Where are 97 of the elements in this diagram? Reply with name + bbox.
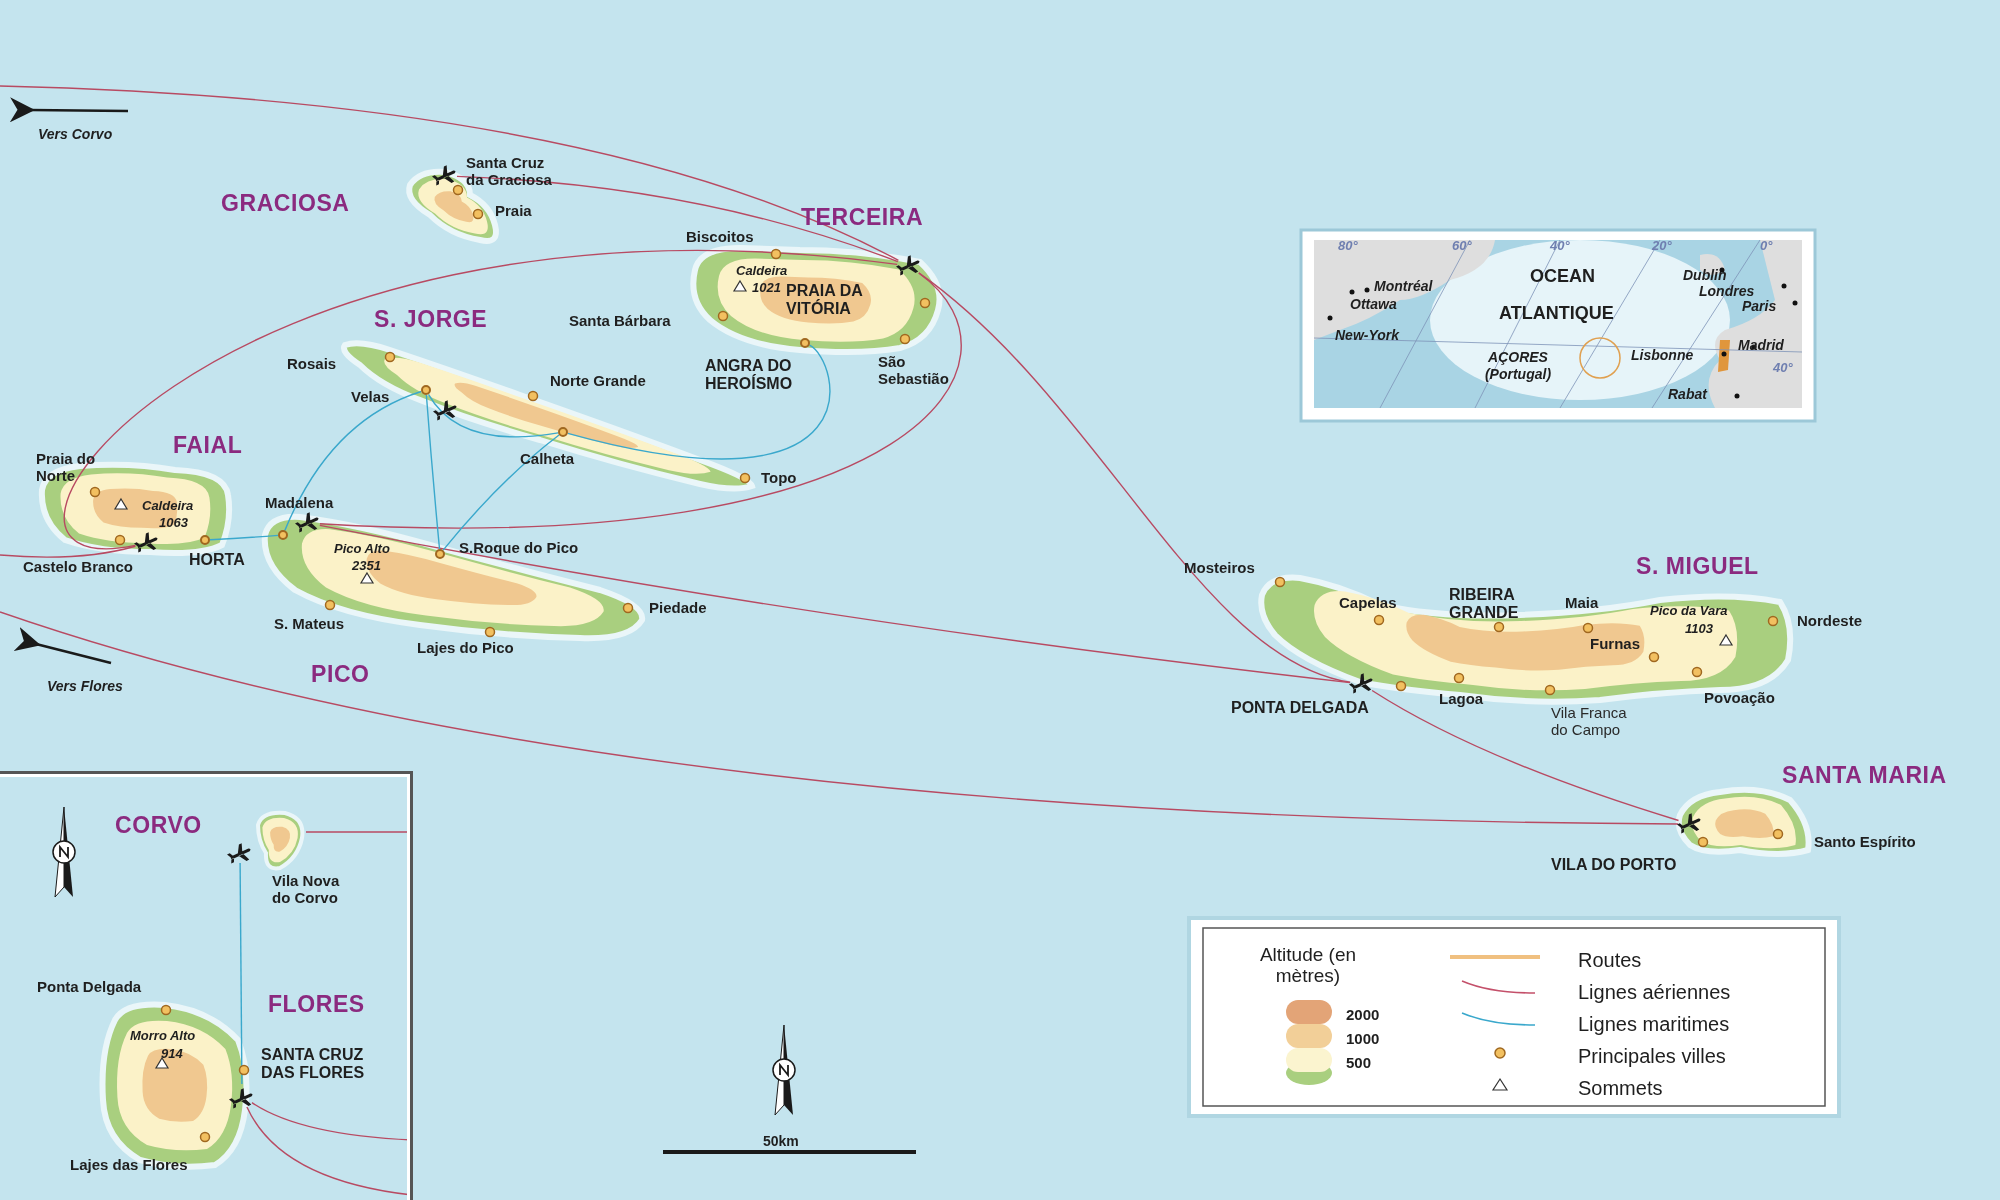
- direction-label: Vers Corvo: [38, 125, 113, 144]
- legend-label: Lignes aériennes: [1578, 980, 1731, 1005]
- air-route-line: [0, 611, 1679, 825]
- degree-label: 40°: [1773, 359, 1793, 377]
- air-route-line: [64, 250, 898, 549]
- direction-label: Vers Flores: [47, 677, 123, 696]
- place-name: S.Roque do Pico: [459, 539, 579, 556]
- place-name: Capelas: [1339, 594, 1397, 611]
- place-name: ANGRA DO HEROÍSMO: [705, 357, 794, 393]
- elevation-label: 2351: [352, 557, 381, 575]
- place-name: Velas: [351, 388, 390, 405]
- air-route-line: [1371, 689, 1680, 822]
- legend-label: 2000: [1346, 1005, 1380, 1025]
- island-name: S. JORGE: [374, 305, 488, 334]
- degree-label: 80°: [1338, 237, 1358, 255]
- city-name: Paris: [1742, 297, 1777, 316]
- place-name: Topo: [761, 469, 797, 486]
- city-name: Rabat: [1668, 385, 1707, 404]
- air-route-line: [456, 175, 899, 263]
- peak-name: Pico Alto: [334, 540, 390, 558]
- place-name: Rosais: [287, 355, 337, 372]
- air-route-line: [918, 272, 1351, 683]
- sea-route-line: [567, 344, 831, 459]
- air-route-line: [0, 545, 137, 558]
- place-name: VILA DO PORTO: [1551, 856, 1677, 874]
- legend-label: Routes: [1578, 948, 1642, 973]
- air-route-line: [305, 831, 410, 833]
- island-name: TERCEIRA: [801, 203, 924, 232]
- place-name: Piedade: [649, 599, 707, 616]
- peak-name: Morro Alto: [130, 1027, 196, 1045]
- sea-route-line: [284, 390, 422, 532]
- island-name: PICO: [311, 660, 370, 689]
- city-name: Lisbonne: [1631, 346, 1694, 365]
- place-name: Norte Grande: [550, 372, 646, 389]
- city-name: Ottawa: [1350, 295, 1397, 314]
- place-name: PRAIA DA VITÓRIA: [786, 282, 864, 318]
- place-name: Nordeste: [1797, 612, 1863, 629]
- peak-name: Caldeira: [142, 497, 194, 515]
- place-name: Vila Nova do Corvo: [272, 872, 341, 906]
- ocean-name: OCEAN: [1530, 265, 1595, 288]
- legend-heading: Altitude (en mètres): [1258, 944, 1358, 986]
- city-name: Madrid: [1738, 336, 1784, 355]
- legend-label: 1000: [1346, 1029, 1380, 1049]
- island-name: CORVO: [115, 811, 202, 840]
- place-name: Praia: [495, 202, 532, 219]
- sea-route-line: [239, 862, 243, 1085]
- city-name: Montréal: [1374, 277, 1433, 296]
- peak-name: Pico da Vara: [1650, 602, 1728, 620]
- elevation-label: 1103: [1685, 620, 1713, 638]
- city-name: New-York: [1335, 326, 1400, 345]
- legend-label: Sommets: [1578, 1076, 1663, 1101]
- inset-frame: [0, 771, 413, 1200]
- degree-label: 20°: [1652, 237, 1672, 255]
- place-name: Castelo Branco: [23, 558, 134, 575]
- place-name: SANTA CRUZ DAS FLORES: [261, 1046, 366, 1082]
- place-name: Lajes das Flores: [70, 1156, 188, 1173]
- sea-route-line: [425, 394, 441, 550]
- island-name: FAIAL: [173, 431, 243, 460]
- air-route-line: [319, 524, 1351, 684]
- island-name: GRACIOSA: [221, 189, 350, 218]
- degree-label: 60°: [1452, 237, 1472, 255]
- place-name: São Sebastião: [878, 353, 950, 387]
- legend-label: Lignes maritimes: [1578, 1012, 1730, 1037]
- island-name: SANTA MARIA: [1782, 761, 1947, 790]
- peak-name: Caldeira: [736, 262, 788, 280]
- place-name: Povoação: [1704, 689, 1775, 706]
- elevation-label: 1021: [752, 279, 781, 297]
- ocean-name: ATLANTIQUE: [1499, 302, 1614, 325]
- place-name: Santa Bárbara: [569, 312, 671, 329]
- place-name: Furnas: [1590, 635, 1640, 652]
- sea-route-line: [427, 393, 559, 438]
- place-name: PONTA DELGADA: [1231, 699, 1369, 717]
- place-name: Maia: [1565, 594, 1599, 611]
- sea-route-line: [442, 434, 560, 551]
- elevation-label: 914: [161, 1045, 183, 1063]
- place-name: Biscoitos: [686, 228, 754, 245]
- air-route-line: [0, 85, 900, 261]
- island-name: S. MIGUEL: [1636, 552, 1759, 581]
- place-name: Ponta Delgada: [37, 978, 142, 995]
- place-name: S. Mateus: [274, 615, 345, 632]
- place-name: Vila Franca do Campo: [1551, 704, 1628, 738]
- place-name: HORTA: [189, 551, 245, 569]
- elevation-label: 1063: [159, 514, 188, 532]
- island-name: FLORES: [268, 990, 365, 1019]
- scale-label: 50km: [763, 1132, 799, 1151]
- city-name: Dublin: [1683, 266, 1727, 285]
- legend-label: 500: [1346, 1053, 1372, 1073]
- sea-route-line: [209, 534, 279, 541]
- degree-label: 0°: [1760, 237, 1773, 255]
- place-name: Santo Espírito: [1814, 833, 1916, 850]
- place-name: Lagoa: [1439, 690, 1484, 707]
- map-label: AÇORES (Portugal): [1483, 349, 1553, 383]
- place-name: RIBEIRA GRANDE: [1449, 586, 1520, 622]
- degree-label: 40°: [1550, 237, 1570, 255]
- place-name: Lajes do Pico: [417, 639, 514, 656]
- legend-label: Principales villes: [1578, 1044, 1726, 1069]
- city-name: Londres: [1699, 282, 1755, 300]
